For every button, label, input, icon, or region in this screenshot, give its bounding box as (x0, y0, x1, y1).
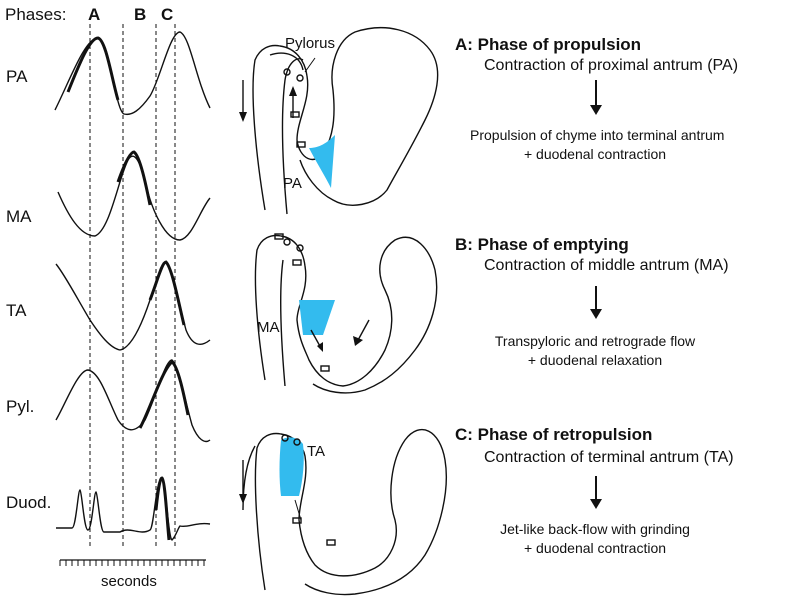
trace-label-pyl: Pyl. (6, 397, 35, 416)
trace-label-pa: PA (6, 67, 28, 86)
trace-duod (56, 477, 211, 541)
phases-label: Phases: (5, 5, 67, 24)
time-axis-label: seconds (101, 573, 157, 590)
phase-b-arrow (590, 286, 602, 319)
trace-ta (55, 261, 211, 351)
diagram-a (239, 26, 439, 215)
phase-b-marker: B (134, 5, 147, 24)
trace-label-ta: TA (6, 301, 27, 320)
phase-b-title: B: Phase of emptying (455, 235, 629, 254)
pylorus-label: Pylorus (285, 35, 335, 52)
phase-a-marker: A (88, 5, 101, 24)
trace-pyl-bold (138, 360, 190, 429)
phase-c-result: Jet-like back-flow with grinding + duode… (500, 521, 690, 556)
phase-c-arrow (590, 476, 602, 509)
ma-fill-b (299, 300, 335, 335)
phase-c-contraction: Contraction of terminal antrum (TA) (484, 449, 734, 466)
phase-a-title: A: Phase of propulsion (455, 35, 642, 54)
trace-label-ma: MA (6, 207, 32, 226)
trace-pa-bold (66, 36, 120, 101)
trace-ma (57, 155, 211, 241)
pa-fill-a (309, 135, 335, 188)
phases-header: Phases: (5, 6, 66, 23)
phase-b-result: Transpyloric and retrograde flow + duode… (494, 333, 696, 368)
trace-ta-bold (148, 260, 186, 326)
trace-label-duod: Duod. (6, 493, 52, 512)
trace-duod-bold (154, 476, 171, 541)
phase-a-contraction: Contraction of proximal antrum (PA) (484, 57, 739, 74)
pressure-traces (54, 24, 211, 566)
diagram-c (239, 428, 447, 596)
time-ticks (59, 560, 205, 566)
phase-a-result: Propulsion of chyme into terminal antrum… (470, 127, 725, 162)
region-label-ta: TA (307, 443, 325, 460)
trace-pyl (55, 359, 211, 443)
stomach-diagrams: Pylorus PA MA TA (239, 26, 447, 596)
diagram-b (254, 233, 438, 394)
phase-c-marker: C (161, 5, 174, 24)
phase-a-arrow (590, 80, 602, 115)
region-label-pa: PA (283, 175, 302, 192)
trace-ma-bold (116, 150, 152, 206)
region-label-ma: MA (257, 319, 280, 336)
trace-pa (54, 31, 211, 116)
phase-c-title: C: Phase of retropulsion (455, 425, 653, 444)
phase-b-contraction: Contraction of middle antrum (MA) (484, 257, 729, 274)
ta-fill-c (279, 437, 304, 496)
